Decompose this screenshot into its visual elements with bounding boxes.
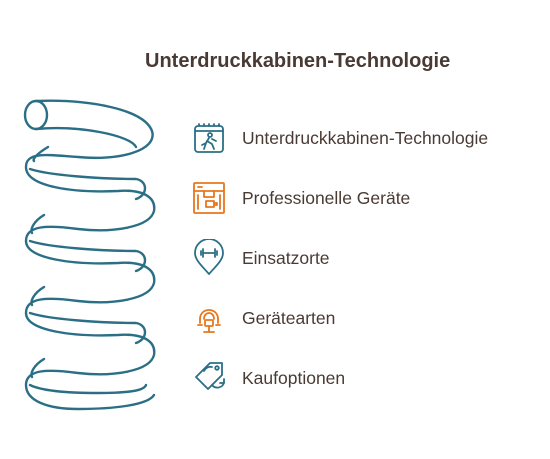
gym-cabin-icon: [190, 119, 228, 157]
list-item-label: Professionelle Geräte: [242, 187, 411, 208]
list-item-locations: Einsatzorte: [190, 238, 488, 278]
diagram-title: Unterdruckkabinen-Technologie: [145, 50, 451, 72]
list-item-label: Einsatzorte: [242, 247, 330, 268]
list-item-device-types: Gerätearten: [190, 298, 488, 338]
coffee-machine-icon: [190, 179, 228, 217]
dumbbell-location-pin-icon: [190, 239, 228, 277]
spring-top-end: [23, 99, 49, 131]
price-tag-cycle-icon: [190, 359, 228, 397]
spring-coil-inner: [28, 126, 148, 395]
list-item-purchase-options: Kaufoptionen: [190, 358, 488, 398]
list-item-label: Gerätearten: [242, 307, 336, 328]
spring-coil-back: [30, 145, 50, 379]
list-item-label: Unterdruckkabinen-Technologie: [242, 127, 489, 148]
list-item-cabin-technology: Unterdruckkabinen-Technologie: [190, 118, 488, 158]
list-item-label: Kaufoptionen: [242, 367, 346, 388]
feature-list: Unterdruckkabinen-Technologie Profession…: [190, 118, 488, 418]
coil-spring-illustration: [23, 99, 156, 411]
list-item-professional-devices: Professionelle Geräte: [190, 178, 488, 218]
workout-machine-icon: [190, 299, 228, 337]
